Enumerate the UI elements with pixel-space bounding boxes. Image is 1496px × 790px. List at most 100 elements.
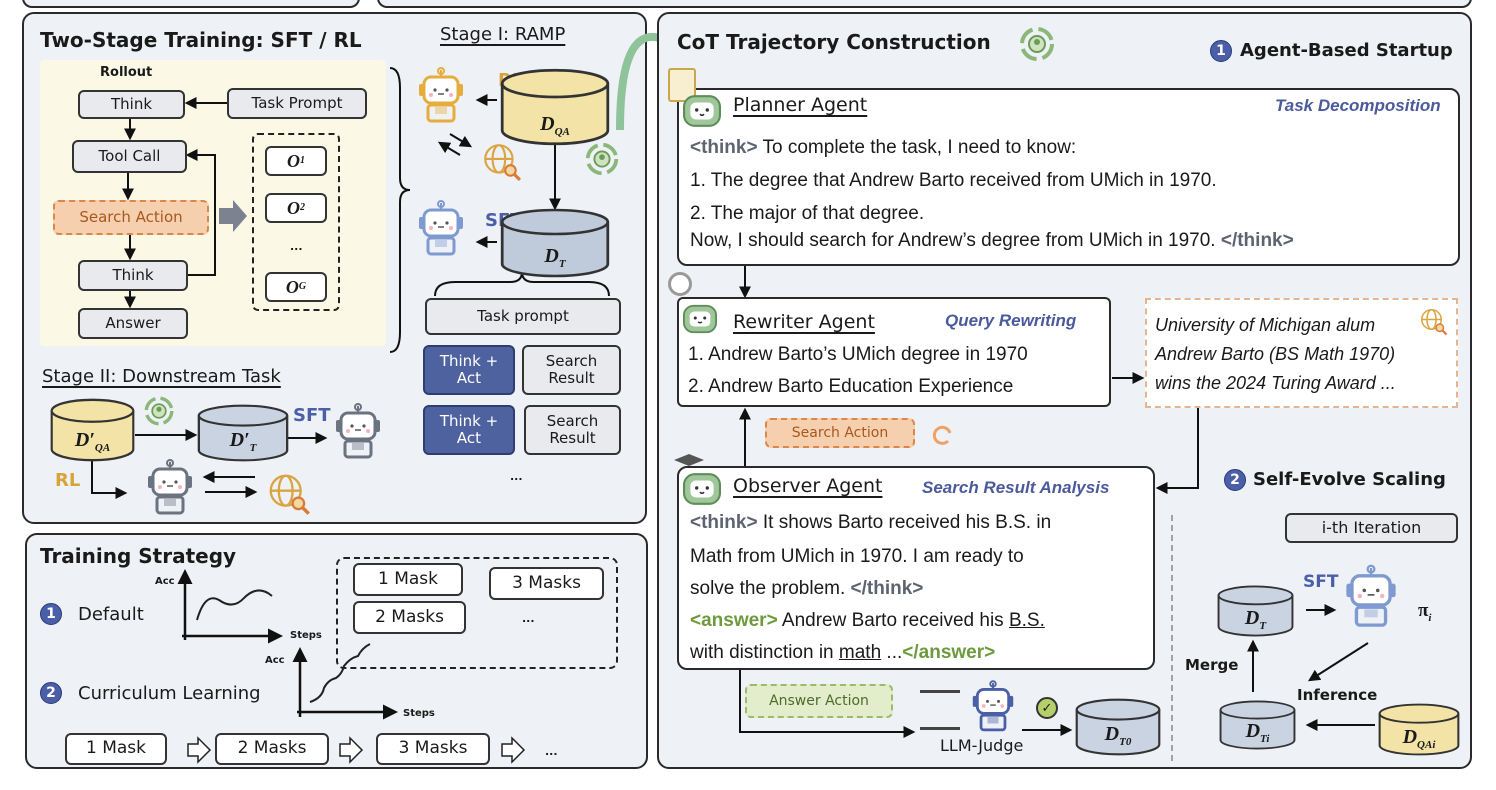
- globe-search-icon: [265, 470, 311, 516]
- mask-set-group: [336, 557, 618, 669]
- blocks-ellipsis: ...: [510, 470, 523, 483]
- search-result-line: University of Michigan alum: [1155, 315, 1376, 335]
- rollout-label: Rollout: [100, 65, 153, 80]
- d-t-prime-database: D′T: [197, 404, 289, 462]
- task-prompt-box: Task Prompt: [227, 88, 367, 119]
- search-result-line: wins the 2024 Turing Award ...: [1155, 373, 1396, 393]
- step-number-2: 2: [1224, 469, 1246, 491]
- check-icon: ✓: [1036, 697, 1058, 719]
- steps-axis-label: Steps: [290, 630, 322, 641]
- steps-axis-label: Steps: [403, 708, 435, 719]
- strategy-default: Default: [78, 604, 144, 625]
- observer-agent-box: [677, 466, 1155, 670]
- step-number-2: 2: [40, 682, 62, 704]
- robot-icon-sft: [416, 198, 466, 258]
- db-sub: Ti: [1260, 733, 1270, 745]
- observer-text: ...: [881, 642, 903, 663]
- robot-icon-stage2: [333, 403, 383, 459]
- acc-axis-label: Acc: [265, 655, 285, 666]
- answer-box: Answer: [78, 308, 188, 339]
- think-box-2: Think: [78, 260, 188, 291]
- planner-agent-name: Planner Agent: [733, 94, 868, 116]
- curriculum-step: 2 Masks: [215, 733, 329, 765]
- graduation-cap-icon: [674, 454, 704, 466]
- observer-text: Andrew Barto received his: [777, 610, 1009, 631]
- panel-title: Two-Stage Training: SFT / RL: [40, 28, 362, 52]
- db-sub: T: [249, 442, 257, 454]
- db-sub: QA: [94, 442, 111, 454]
- db-sub: T: [558, 258, 566, 270]
- observer-agent-role: Search Result Analysis: [922, 478, 1110, 497]
- think-box: Think: [78, 90, 185, 119]
- rewriter-query: 1. Andrew Barto’s UMich degree in 1970: [688, 344, 1028, 365]
- strategy-curriculum: Curriculum Learning: [78, 683, 261, 704]
- mask-option: 3 Masks: [489, 567, 604, 600]
- cycle-icon: [142, 394, 176, 428]
- db-label: D′: [74, 429, 95, 451]
- tool-call-box: Tool Call: [72, 140, 187, 173]
- planner-agent-icon: [680, 92, 724, 130]
- db-sub: QAi: [1417, 739, 1436, 751]
- think-act-block: Think + Act: [423, 405, 515, 455]
- db-label: D: [1104, 723, 1120, 745]
- db-sub: QA: [554, 126, 570, 138]
- observer-line: <think> It shows Barto received his B.S.…: [690, 512, 1051, 534]
- rewriter-agent-role: Query Rewriting: [945, 311, 1077, 330]
- d-qai-database: DQAi: [1378, 703, 1460, 756]
- acc-axis-label: Acc: [155, 576, 175, 587]
- planner-agent-box: [677, 88, 1460, 266]
- mask-option: 2 Masks: [353, 601, 466, 634]
- think-tag: <think>: [690, 137, 758, 158]
- highlight-bs: B.S.: [1008, 610, 1045, 631]
- planner-line: Now, I should search for Andrew’s degree…: [690, 230, 1294, 252]
- curriculum-step: 3 Masks: [376, 733, 490, 765]
- planner-text: To complete the task, I need to know:: [757, 137, 1077, 158]
- scale-icon: [920, 690, 960, 730]
- observer-agent-name: Observer Agent: [733, 475, 883, 497]
- d-t0-database: DT0: [1075, 698, 1161, 756]
- db-label: D: [1244, 607, 1260, 629]
- policy-robot-icon: [1343, 563, 1399, 629]
- planner-line: 2. The major of that degree.: [690, 203, 925, 224]
- db-label: D: [1245, 720, 1261, 742]
- rewriter-agent-box: [677, 297, 1111, 407]
- pi-sub: i: [1428, 611, 1432, 624]
- search-result-block: Search Result: [524, 405, 621, 455]
- magnifier-icon: [668, 272, 692, 296]
- globe-search-icon: [480, 140, 522, 182]
- output-label: O: [287, 150, 300, 171]
- outputs-ellipsis: ...: [290, 240, 303, 253]
- curriculum-step: 1 Mask: [65, 733, 167, 765]
- step-number-1: 1: [40, 603, 62, 625]
- d-qa-database: DQA: [500, 68, 610, 146]
- think-tag: </think>: [850, 578, 924, 599]
- search-action-label: Search Action: [765, 418, 915, 448]
- db-sub: T: [1259, 620, 1267, 632]
- mask-option: 1 Mask: [353, 563, 463, 596]
- stage1-heading: Stage I: RAMP: [440, 24, 566, 45]
- answer-tag: <answer>: [690, 610, 778, 631]
- observer-line: with distinction in math ...</answer>: [690, 642, 995, 664]
- think-tag: <think>: [690, 512, 758, 533]
- d-t-database: DT: [1217, 585, 1294, 637]
- search-action-box: Search Action: [53, 200, 209, 235]
- merge-label: Merge: [1185, 656, 1239, 674]
- observer-text: with distinction in: [690, 642, 839, 663]
- observer-text: It shows Barto received his B.S. in: [757, 512, 1052, 533]
- globe-search-icon: [1418, 306, 1448, 336]
- observer-text: solve the problem.: [690, 578, 851, 599]
- accuracy-plots: [177, 569, 526, 764]
- sft-label: SFT: [1303, 572, 1339, 592]
- observer-agent-icon: [680, 470, 724, 508]
- agent-startup-heading: Agent-Based Startup: [1240, 40, 1453, 61]
- db-label: D: [540, 113, 555, 135]
- planner-line: 1. The degree that Andrew Barto received…: [690, 170, 1217, 191]
- think-act-block: Think + Act: [423, 345, 515, 395]
- self-evolve-heading: Self-Evolve Scaling: [1253, 469, 1446, 490]
- d-t-database: DT: [500, 208, 610, 278]
- iteration-label: i-th Iteration: [1285, 513, 1458, 543]
- planner-line: <think> To complete the task, I need to …: [690, 137, 1076, 159]
- output-sub: G: [298, 281, 307, 293]
